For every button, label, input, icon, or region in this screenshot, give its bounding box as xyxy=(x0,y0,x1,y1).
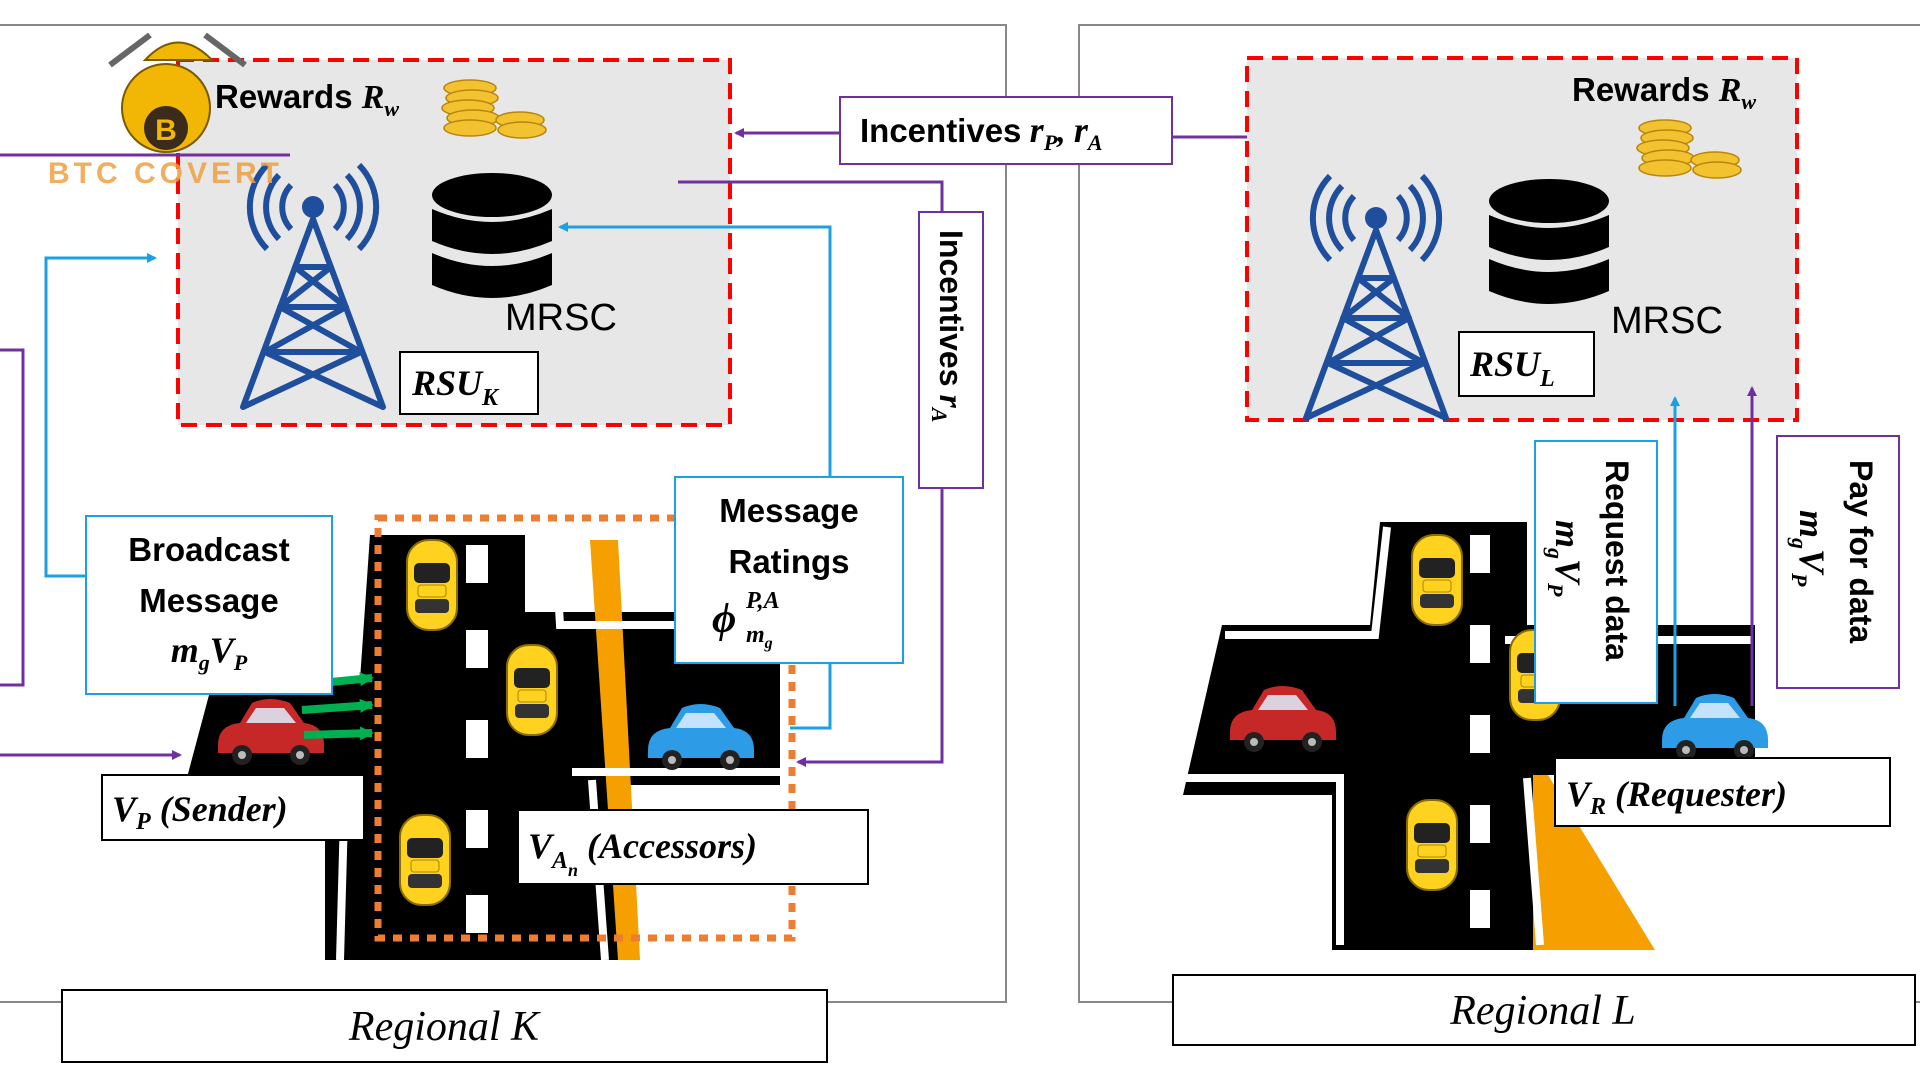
svg-text:Regional K: Regional K xyxy=(348,1004,541,1050)
requester-label-box: VR (Requester) xyxy=(1554,757,1891,827)
rsu-l-box: RSUL xyxy=(1458,331,1595,397)
watermark-text: BTC COVERT xyxy=(48,157,283,190)
sender-label-box: VP (Sender) xyxy=(101,774,365,841)
broadcast-arrow-3 xyxy=(303,726,374,741)
svg-text:RSUK: RSUK xyxy=(411,363,500,411)
svg-text:mgVP: mgVP xyxy=(1543,520,1588,597)
yellow-car-l-3 xyxy=(1406,799,1458,891)
accessors-label-box: VAn (Accessors) xyxy=(517,809,869,885)
left-purple-box-edge xyxy=(0,348,25,687)
svg-text:Incentives rP, rA: Incentives rP, rA xyxy=(860,110,1103,155)
svg-text:Message: Message xyxy=(719,492,858,529)
svg-text:Message: Message xyxy=(139,582,278,619)
svg-text:B: B xyxy=(155,114,177,147)
database-icon-l xyxy=(1489,179,1609,304)
svg-text:Ratings: Ratings xyxy=(728,543,849,580)
accessor-car-1 xyxy=(406,539,458,631)
broadcast-to-rsu-arrow xyxy=(44,253,157,578)
btc-covert-logo: B xyxy=(108,32,247,153)
svg-text:VAn (Accessors): VAn (Accessors) xyxy=(528,826,757,880)
region-l-label-box: Regional L xyxy=(1172,974,1916,1046)
svg-text:mgVP: mgVP xyxy=(171,630,248,675)
svg-text:Incentives rA: Incentives rA xyxy=(927,230,969,422)
svg-text:RSUL: RSUL xyxy=(1469,344,1555,392)
mrsc-k-label: MRSC xyxy=(505,297,617,339)
svg-text:ϕ: ϕ xyxy=(712,596,736,642)
rsu-k-box: RSUK xyxy=(399,351,539,415)
svg-text:VP (Sender): VP (Sender) xyxy=(112,789,288,835)
incentives-top-box: Incentives rP, rA xyxy=(839,96,1173,165)
broadcast-arrow-2 xyxy=(301,698,374,714)
svg-text:Pay for data: Pay for data xyxy=(1843,460,1879,643)
svg-text:mg: mg xyxy=(746,622,773,652)
accessors-zone xyxy=(374,514,796,942)
yellow-car-l-1 xyxy=(1411,534,1463,626)
accessor-car-3 xyxy=(399,814,451,906)
rewards-k-label: Rewards Rw xyxy=(215,78,399,121)
broadcast-message-box: Broadcast Message mgVP xyxy=(85,515,333,695)
svg-text:Regional L: Regional L xyxy=(1449,988,1636,1034)
svg-text:Request data: Request data xyxy=(1599,460,1635,661)
incentives-vertical-box: Incentives rA xyxy=(918,211,984,489)
mrsc-l-label: MRSC xyxy=(1611,300,1723,342)
database-icon xyxy=(432,173,552,298)
svg-text:mgVP: mgVP xyxy=(1787,510,1832,587)
svg-text:Broadcast: Broadcast xyxy=(128,531,289,568)
accessor-car-2 xyxy=(506,644,558,736)
svg-text:P,A: P,A xyxy=(745,588,780,614)
intersection-k xyxy=(185,535,780,961)
rewards-l-label: Rewards Rw xyxy=(1572,71,1756,114)
pay-for-data-box: Pay for data mgVP xyxy=(1776,435,1900,689)
request-data-box: Request data mgVP xyxy=(1534,440,1658,704)
region-k-label-box: Regional K xyxy=(61,989,828,1063)
svg-text:VR (Requester): VR (Requester) xyxy=(1566,774,1787,820)
message-ratings-box: Message Ratings ϕ P,A mg xyxy=(674,476,904,664)
